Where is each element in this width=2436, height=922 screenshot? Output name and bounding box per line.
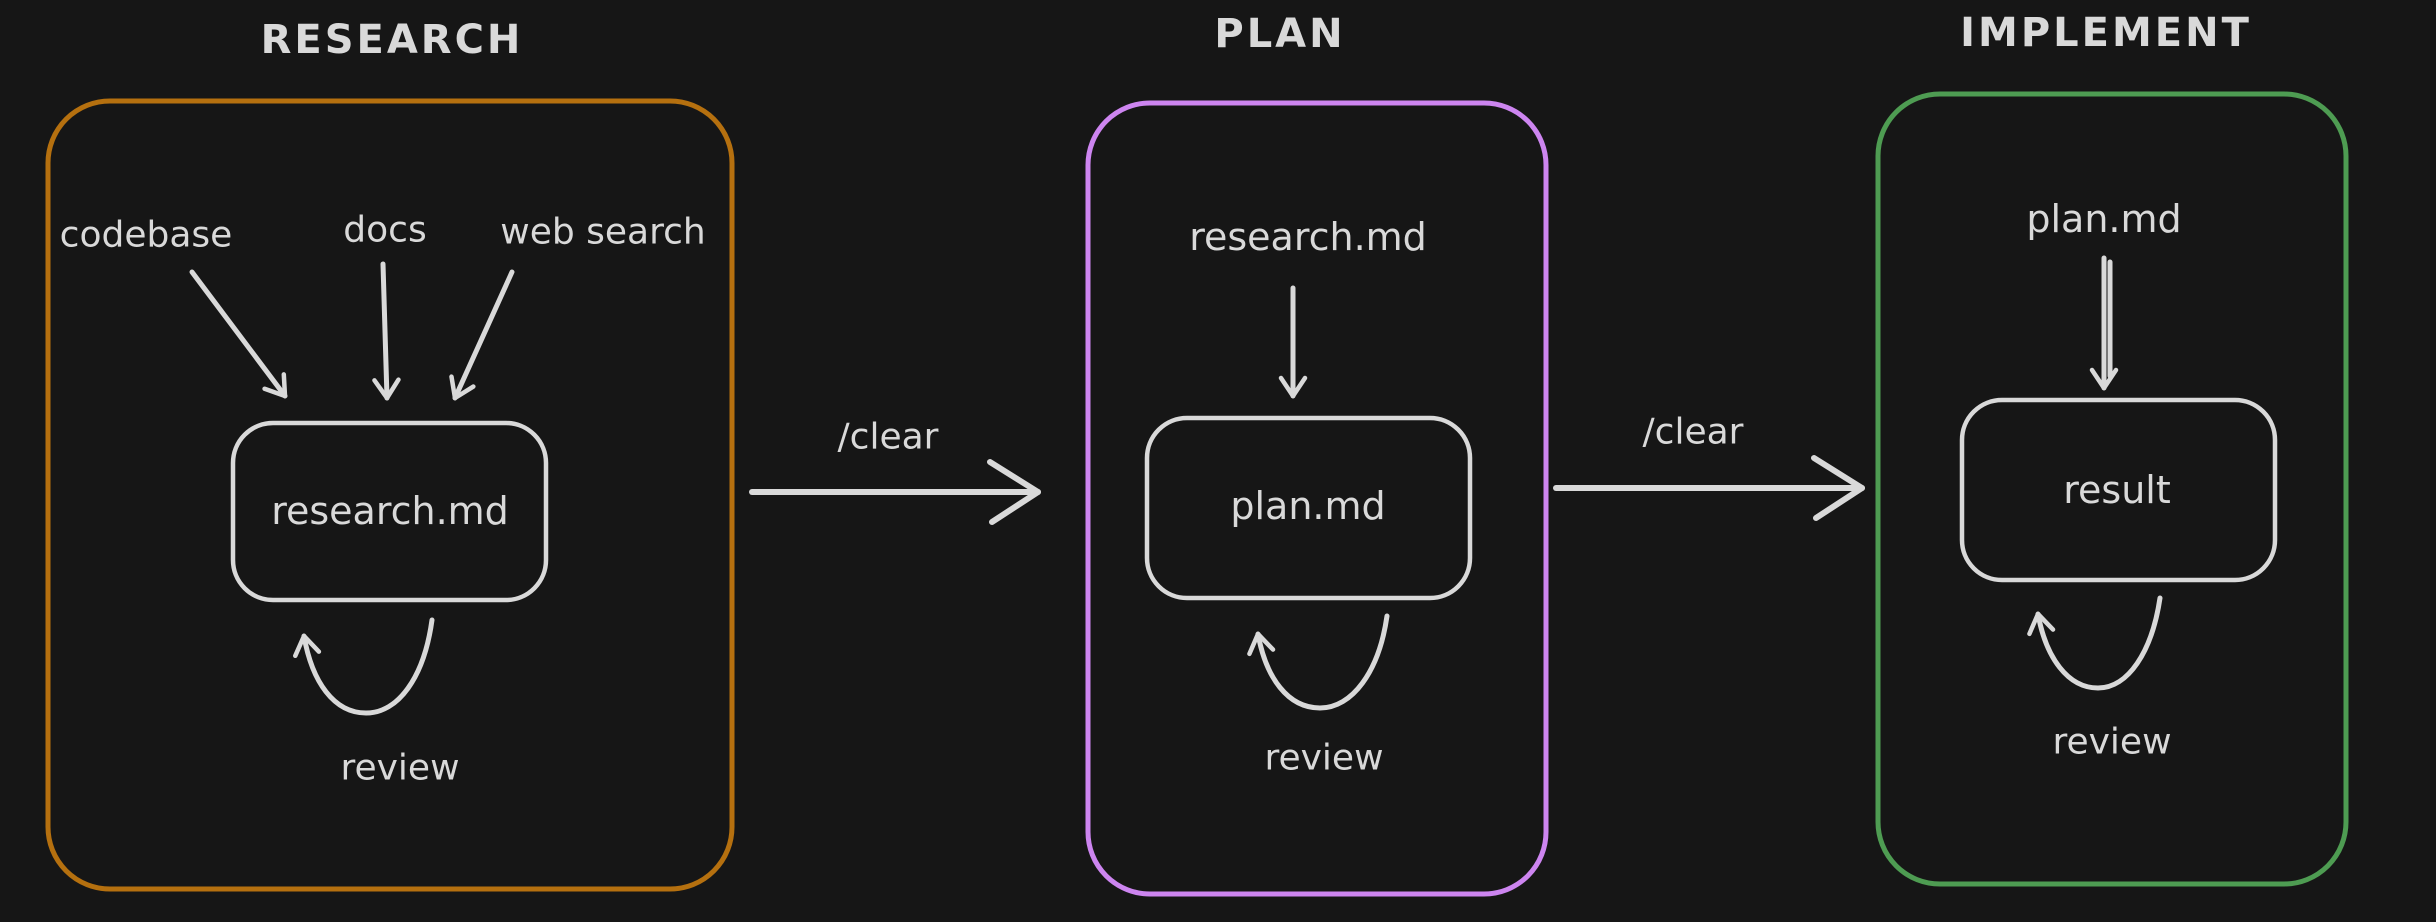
implement-stage: IMPLEMENT plan.md result review bbox=[1875, 10, 2349, 887]
result-node bbox=[1959, 397, 2278, 583]
implement-stage-title: IMPLEMENT bbox=[1960, 10, 2252, 56]
plan-stage-title: PLAN bbox=[1214, 11, 1345, 57]
research-stage-box bbox=[45, 98, 735, 892]
research-md-node bbox=[230, 420, 549, 603]
input-label-plan-md: plan.md bbox=[2026, 197, 2181, 241]
plan-md-node bbox=[1144, 415, 1473, 601]
research-stage: RESEARCH codebase docs web search resear… bbox=[45, 17, 735, 892]
arrow-docs-to-node bbox=[372, 261, 401, 401]
research-md-node-label: research.md bbox=[271, 489, 509, 533]
review-label-plan: review bbox=[1264, 738, 1383, 779]
input-label-docs: docs bbox=[343, 210, 426, 251]
review-loop-arrow-implement bbox=[2027, 595, 2163, 691]
input-label-research-md: research.md bbox=[1189, 215, 1427, 259]
plan-md-node-label: plan.md bbox=[1230, 484, 1385, 528]
review-label-implement: review bbox=[2052, 722, 2171, 763]
review-loop-arrow-plan bbox=[1247, 613, 1390, 711]
result-node-label: result bbox=[2063, 468, 2171, 512]
input-label-codebase: codebase bbox=[60, 215, 233, 256]
implement-stage-box bbox=[1875, 91, 2349, 887]
research-stage-title: RESEARCH bbox=[261, 17, 524, 63]
transition-research-to-plan: /clear bbox=[749, 417, 1041, 525]
transition-plan-to-implement: /clear bbox=[1553, 412, 1865, 521]
review-loop-arrow-research bbox=[293, 617, 435, 716]
plan-stage-box bbox=[1085, 100, 1549, 897]
arrow-codebase-to-node bbox=[189, 269, 288, 399]
review-label-research: review bbox=[340, 748, 459, 789]
clear-label-1: /clear bbox=[838, 417, 939, 458]
clear-label-2: /clear bbox=[1643, 412, 1744, 453]
input-label-web-search: web search bbox=[500, 212, 705, 253]
plan-stage: PLAN research.md plan.md review bbox=[1085, 11, 1549, 897]
arrow-web-search-to-node bbox=[449, 269, 515, 401]
